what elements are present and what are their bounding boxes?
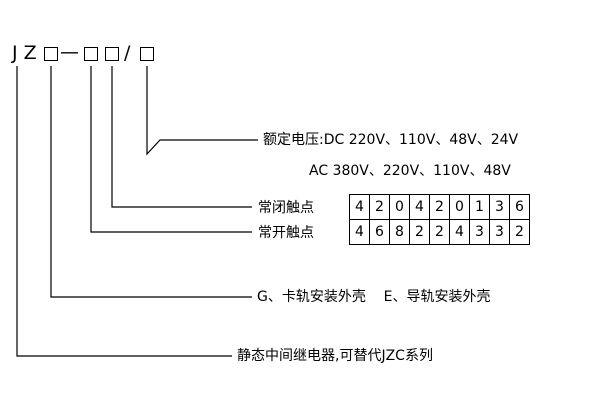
rated-voltage-label-ac: AC 380V、220V、110V、48V [309, 163, 511, 179]
model-prefix: JZ [12, 42, 43, 64]
table-cell: 2 [430, 195, 450, 220]
rated-voltage-label-dc: 额定电压:DC 220V、110V、48V、24V [263, 132, 519, 148]
shell-type-box [44, 47, 58, 61]
table-cell: 4 [350, 195, 370, 220]
table-cell: 3 [470, 220, 490, 244]
table-cell: 3 [490, 195, 510, 220]
table-cell: 8 [390, 220, 410, 244]
table-cell: 0 [450, 195, 470, 220]
series-description-label: 静态中间继电器,可替代JZC系列 [237, 348, 433, 364]
table-cell: 1 [470, 195, 490, 220]
shell-types-label: G、卡轨安装外壳 E、导轨安装外壳 [257, 289, 491, 305]
table-cell: 6 [370, 220, 390, 244]
no-contacts-label: 常开触点 [258, 225, 314, 241]
rated-voltage-box [140, 47, 154, 61]
table-cell: 2 [370, 195, 390, 220]
nc-contacts-box [105, 47, 119, 61]
contacts-code-table: 4 2 0 4 2 0 1 3 6 4 6 8 2 2 4 3 3 2 [349, 194, 530, 245]
table-cell: 0 [390, 195, 410, 220]
table-cell: 4 [350, 220, 370, 244]
model-slash: / [124, 42, 131, 64]
table-cell: 2 [430, 220, 450, 244]
nc-contacts-label: 常闭触点 [258, 200, 314, 216]
nc-contacts-row: 4 2 0 4 2 0 1 3 6 [350, 195, 529, 220]
model-dash: — [60, 41, 79, 63]
no-contacts-row: 4 6 8 2 2 4 3 3 2 [350, 220, 529, 244]
table-cell: 6 [510, 195, 529, 220]
table-cell: 2 [410, 220, 430, 244]
table-cell: 2 [515, 224, 524, 240]
no-contacts-box [84, 47, 98, 61]
table-cell: 3 [490, 220, 510, 244]
table-cell: 4 [450, 220, 470, 244]
table-cell: 4 [410, 195, 430, 220]
